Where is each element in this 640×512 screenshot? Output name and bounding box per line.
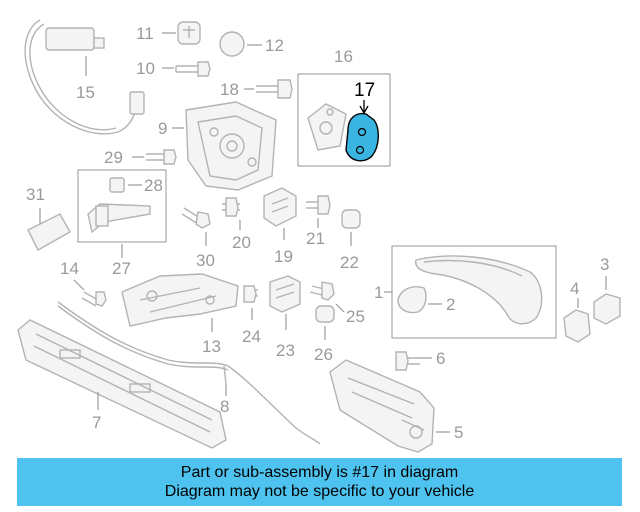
part-30-bolt xyxy=(181,207,211,246)
part-6-screw xyxy=(395,351,432,371)
part-12-plug xyxy=(219,31,262,57)
part-25-bolt xyxy=(309,281,345,313)
callout-2: 2 xyxy=(446,295,455,314)
callout-15: 15 xyxy=(76,83,95,102)
callout-14: 14 xyxy=(60,259,79,278)
callout-1: 1 xyxy=(374,283,383,302)
callout-26: 26 xyxy=(314,345,333,364)
part-7-trim xyxy=(17,319,227,449)
part-29-bolt xyxy=(132,149,177,165)
callout-31: 31 xyxy=(26,185,45,204)
callout-24: 24 xyxy=(242,327,261,346)
callout-30: 30 xyxy=(196,251,215,270)
part-13-handle-frame xyxy=(121,273,239,332)
banner-line-2: Diagram may not be specific to your vehi… xyxy=(164,483,475,500)
callout-9: 9 xyxy=(158,119,167,138)
part-22-cap xyxy=(341,209,361,246)
callout-3: 3 xyxy=(600,255,609,274)
part-2-cover xyxy=(397,286,442,314)
callout-13: 13 xyxy=(202,337,221,356)
part-27-box xyxy=(77,169,167,243)
part-1-outer-handle xyxy=(415,255,543,325)
part-4-gasket xyxy=(563,298,591,343)
part-28-seal xyxy=(109,177,142,193)
info-banner: Part or sub-assembly is #17 in diagram D… xyxy=(17,458,622,506)
part-11-clip xyxy=(162,21,201,45)
part-21-bolt xyxy=(306,195,331,228)
part-9-latch xyxy=(172,101,277,191)
callout-11: 11 xyxy=(136,24,154,43)
callout-16: 16 xyxy=(334,47,353,66)
callout-29: 29 xyxy=(104,148,123,167)
part-8-cable xyxy=(57,301,321,445)
part-20-bolt xyxy=(222,197,241,230)
callout-28: 28 xyxy=(144,176,163,195)
part-16-box xyxy=(297,73,391,167)
part-3-cap xyxy=(593,276,621,325)
part-18-bolt xyxy=(244,79,293,99)
part-27-check-arm xyxy=(87,203,151,258)
callout-21: 21 xyxy=(306,229,325,248)
callout-20: 20 xyxy=(232,233,251,252)
callout-27: 27 xyxy=(112,259,131,278)
callout-18: 18 xyxy=(220,80,239,99)
callout-7: 7 xyxy=(92,413,101,432)
part-31-switch xyxy=(27,208,71,251)
callout-5: 5 xyxy=(454,423,463,442)
callout-12: 12 xyxy=(265,36,284,55)
callout-8: 8 xyxy=(220,397,229,416)
part-16-bracket xyxy=(307,103,347,151)
callout-4: 4 xyxy=(570,279,579,298)
part-23-bracket xyxy=(269,275,301,330)
callout-23: 23 xyxy=(276,341,295,360)
part-26-cap xyxy=(315,305,335,340)
part-24-bolt xyxy=(243,285,258,320)
banner-line-1: Part or sub-assembly is #17 in diagram xyxy=(180,464,459,481)
callout-22: 22 xyxy=(340,253,359,272)
part-14-bolt xyxy=(73,279,107,307)
part-17-highlighted-cover xyxy=(345,100,379,162)
callout-10: 10 xyxy=(136,59,155,78)
part-15-cable xyxy=(24,19,145,135)
callout-19: 19 xyxy=(274,247,293,266)
part-19-striker xyxy=(263,187,297,240)
callout-6: 6 xyxy=(436,349,445,368)
part-5-handle-bracket xyxy=(329,359,450,453)
part-10-bolt xyxy=(162,61,211,77)
callout-25: 25 xyxy=(346,307,365,326)
callout-17: 17 xyxy=(354,80,375,101)
